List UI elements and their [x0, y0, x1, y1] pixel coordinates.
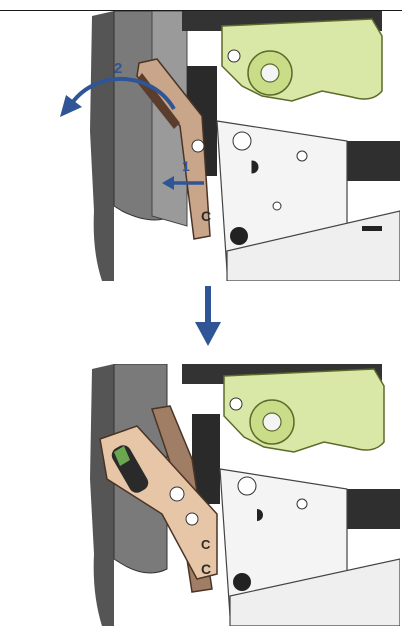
frame-hole — [233, 132, 251, 150]
illustration-step-after: C C — [2, 364, 400, 626]
frame-hole — [297, 499, 307, 509]
down-arrow-icon — [188, 286, 228, 350]
lever-knob-hub — [263, 413, 281, 431]
down-arrow-head — [195, 322, 221, 346]
latch-mark: C — [201, 537, 211, 552]
printer-mechanism-released: C C — [2, 364, 400, 626]
bracket-screw — [170, 487, 184, 501]
lever-pivot — [228, 50, 240, 62]
frame-hole — [297, 151, 307, 161]
step-number-1: 1 — [182, 158, 190, 174]
latch-mark: C — [201, 208, 211, 224]
printer-mechanism-open: C 2 1 — [2, 11, 400, 281]
printer-housing — [90, 364, 114, 626]
green-lever — [224, 369, 384, 452]
illustration-step-before: C 2 1 — [2, 11, 400, 281]
green-lever — [222, 19, 382, 101]
down-arrow-shaft — [205, 286, 211, 326]
frame-hole — [273, 202, 281, 210]
latch-mark: C — [201, 561, 211, 577]
step-number-2: 2 — [114, 60, 122, 77]
frame-hole-dark — [233, 573, 251, 591]
rear-roller — [347, 489, 400, 529]
printer-housing — [90, 11, 114, 281]
lever-pivot — [230, 398, 242, 410]
bracket-screw — [186, 513, 198, 525]
frame-hole — [238, 477, 256, 495]
rear-roller — [347, 141, 400, 181]
base-slot — [362, 226, 382, 231]
curved-arrow-head — [60, 95, 82, 117]
frame-hole-dark — [230, 227, 248, 245]
bracket-screw — [192, 140, 204, 152]
lever-knob-hub — [261, 64, 279, 82]
